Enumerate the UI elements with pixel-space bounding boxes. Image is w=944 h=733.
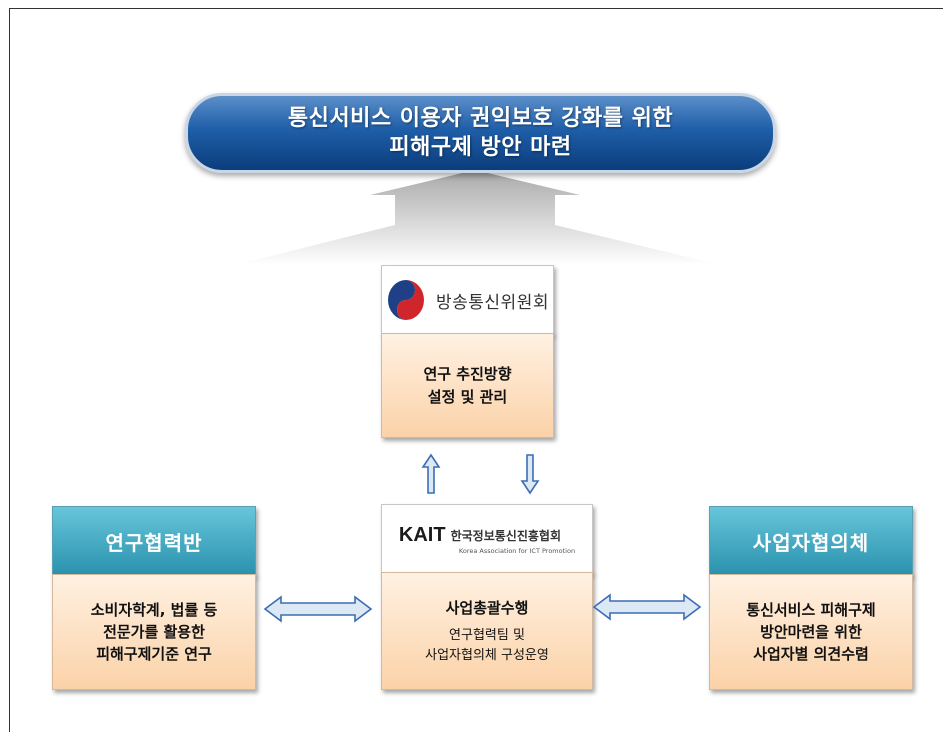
research-line2: 전문가를 활용한 <box>103 623 205 641</box>
business-line3: 사업자별 의견수렴 <box>753 645 869 663</box>
right-double-arrow-icon <box>592 593 702 621</box>
kcc-role-box: 연구 추진방향 설정 및 관리 <box>381 333 554 438</box>
kait-role-box: 사업총괄수행 연구협력팀 및 사업자협의체 구성운영 <box>381 572 593 690</box>
business-title-box: 사업자협의체 <box>709 506 913 576</box>
kcc-emblem-icon <box>388 280 424 320</box>
goal-title-line2: 피해구제 방안 마련 <box>389 135 572 160</box>
business-role-box: 통신서비스 피해구제 방안마련을 위한 사업자별 의견수렴 <box>709 574 913 690</box>
slide-frame <box>9 8 943 732</box>
research-line1: 소비자학계, 법률 등 <box>90 601 218 619</box>
research-title: 연구협력반 <box>105 530 203 555</box>
kait-role-line2: 사업자협의체 구성운영 <box>425 647 549 663</box>
kcc-role-line2: 설정 및 관리 <box>427 387 508 406</box>
goal-banner: 통신서비스 이용자 권익보호 강화를 위한 피해구제 방안 마련 <box>185 93 776 173</box>
kait-role-line1: 연구협력팀 및 <box>449 627 525 643</box>
kcc-logo-box: 방송통신위원회 <box>381 265 554 335</box>
business-line2: 방안마련을 위한 <box>760 623 862 641</box>
kait-role-title: 사업총괄수행 <box>445 598 529 617</box>
up-arrow-icon <box>421 453 441 494</box>
kcc-logo-text: 방송통신위원회 <box>436 292 549 313</box>
goal-title-line1: 통신서비스 이용자 권익보호 강화를 위한 <box>287 106 674 131</box>
kait-logo-english: Korea Association for ICT Promotion <box>458 546 576 555</box>
research-role-box: 소비자학계, 법률 등 전문가를 활용한 피해구제기준 연구 <box>52 574 256 690</box>
down-arrow-icon <box>520 454 540 495</box>
left-double-arrow-icon <box>263 595 373 623</box>
kcc-role-line1: 연구 추진방향 <box>423 364 512 383</box>
kait-logo-abbr: KAIT <box>398 523 446 546</box>
business-title: 사업자협의체 <box>752 530 870 555</box>
research-title-box: 연구협력반 <box>52 506 256 576</box>
kait-logo-box: KAIT 한국정보통신진흥협회 Korea Association for IC… <box>381 504 593 574</box>
research-line3: 피해구제기준 연구 <box>96 645 212 663</box>
business-line1: 통신서비스 피해구제 <box>746 601 876 619</box>
kait-logo-name: 한국정보통신진흥협회 <box>450 528 561 543</box>
